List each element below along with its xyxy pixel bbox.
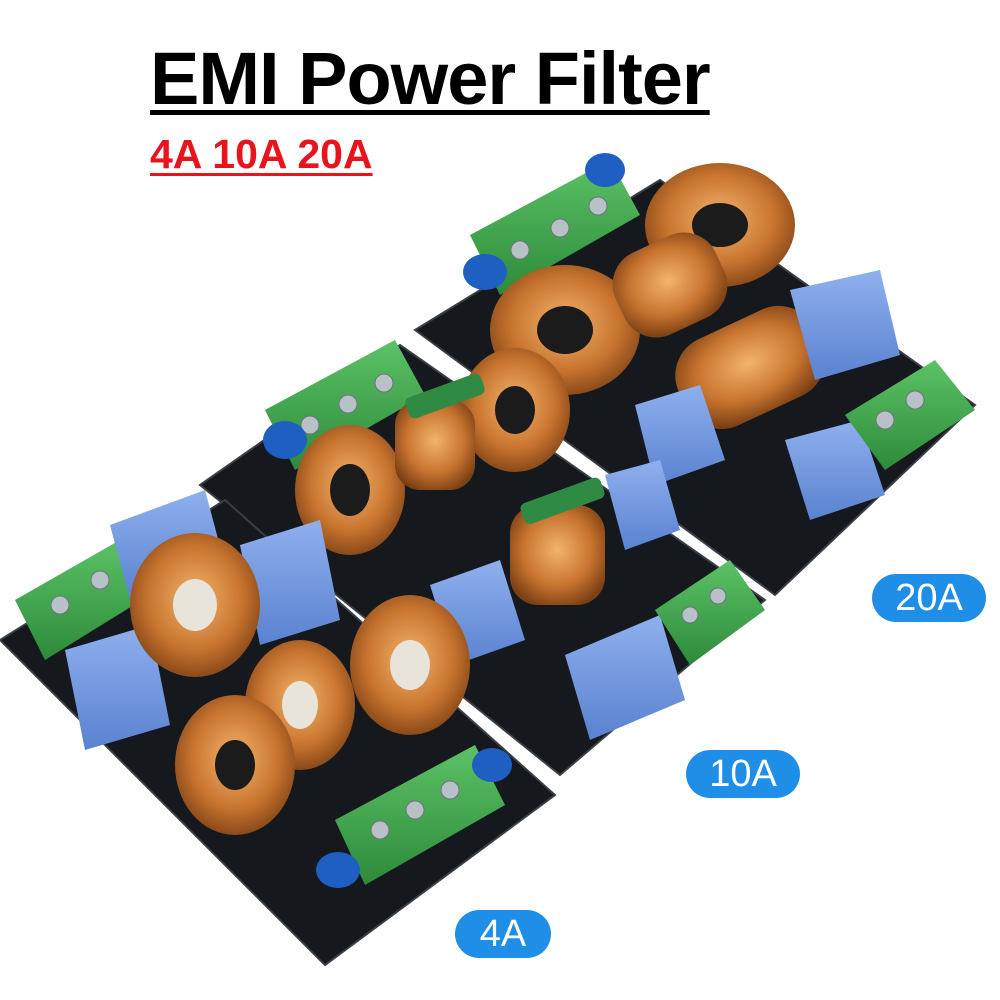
- x-capacitor: [65, 625, 170, 750]
- rating-badge-10a: 10A: [686, 750, 800, 798]
- choke-coil: [675, 305, 826, 430]
- y-capacitor: [263, 421, 307, 459]
- x-capacitor: [785, 420, 885, 520]
- terminal-block: [15, 540, 150, 660]
- y-capacitor: [585, 153, 625, 187]
- x-capacitor: [635, 385, 725, 485]
- terminal-block: [470, 160, 640, 295]
- y-capacitor: [316, 852, 360, 888]
- terminal-block: [655, 560, 765, 665]
- page-subtitle: 4A 10A 20A: [150, 131, 373, 177]
- x-capacitor: [240, 520, 340, 645]
- filter-board-20a: [413, 153, 977, 597]
- choke-coil: [612, 232, 728, 338]
- page-title: EMI Power Filter: [150, 37, 711, 120]
- choke-coil: [510, 505, 605, 605]
- terminal-block: [335, 745, 505, 885]
- rating-badge-20a: 20A: [872, 574, 986, 622]
- terminal-block: [845, 360, 975, 470]
- y-capacitor: [463, 254, 507, 290]
- filter-board-4a: [0, 490, 557, 967]
- x-capacitor: [605, 460, 680, 550]
- rating-badge-4a: 4A: [455, 910, 551, 958]
- x-capacitor: [565, 615, 685, 740]
- choke-coil: [395, 400, 475, 490]
- x-capacitor: [790, 270, 900, 380]
- y-capacitor: [472, 748, 512, 782]
